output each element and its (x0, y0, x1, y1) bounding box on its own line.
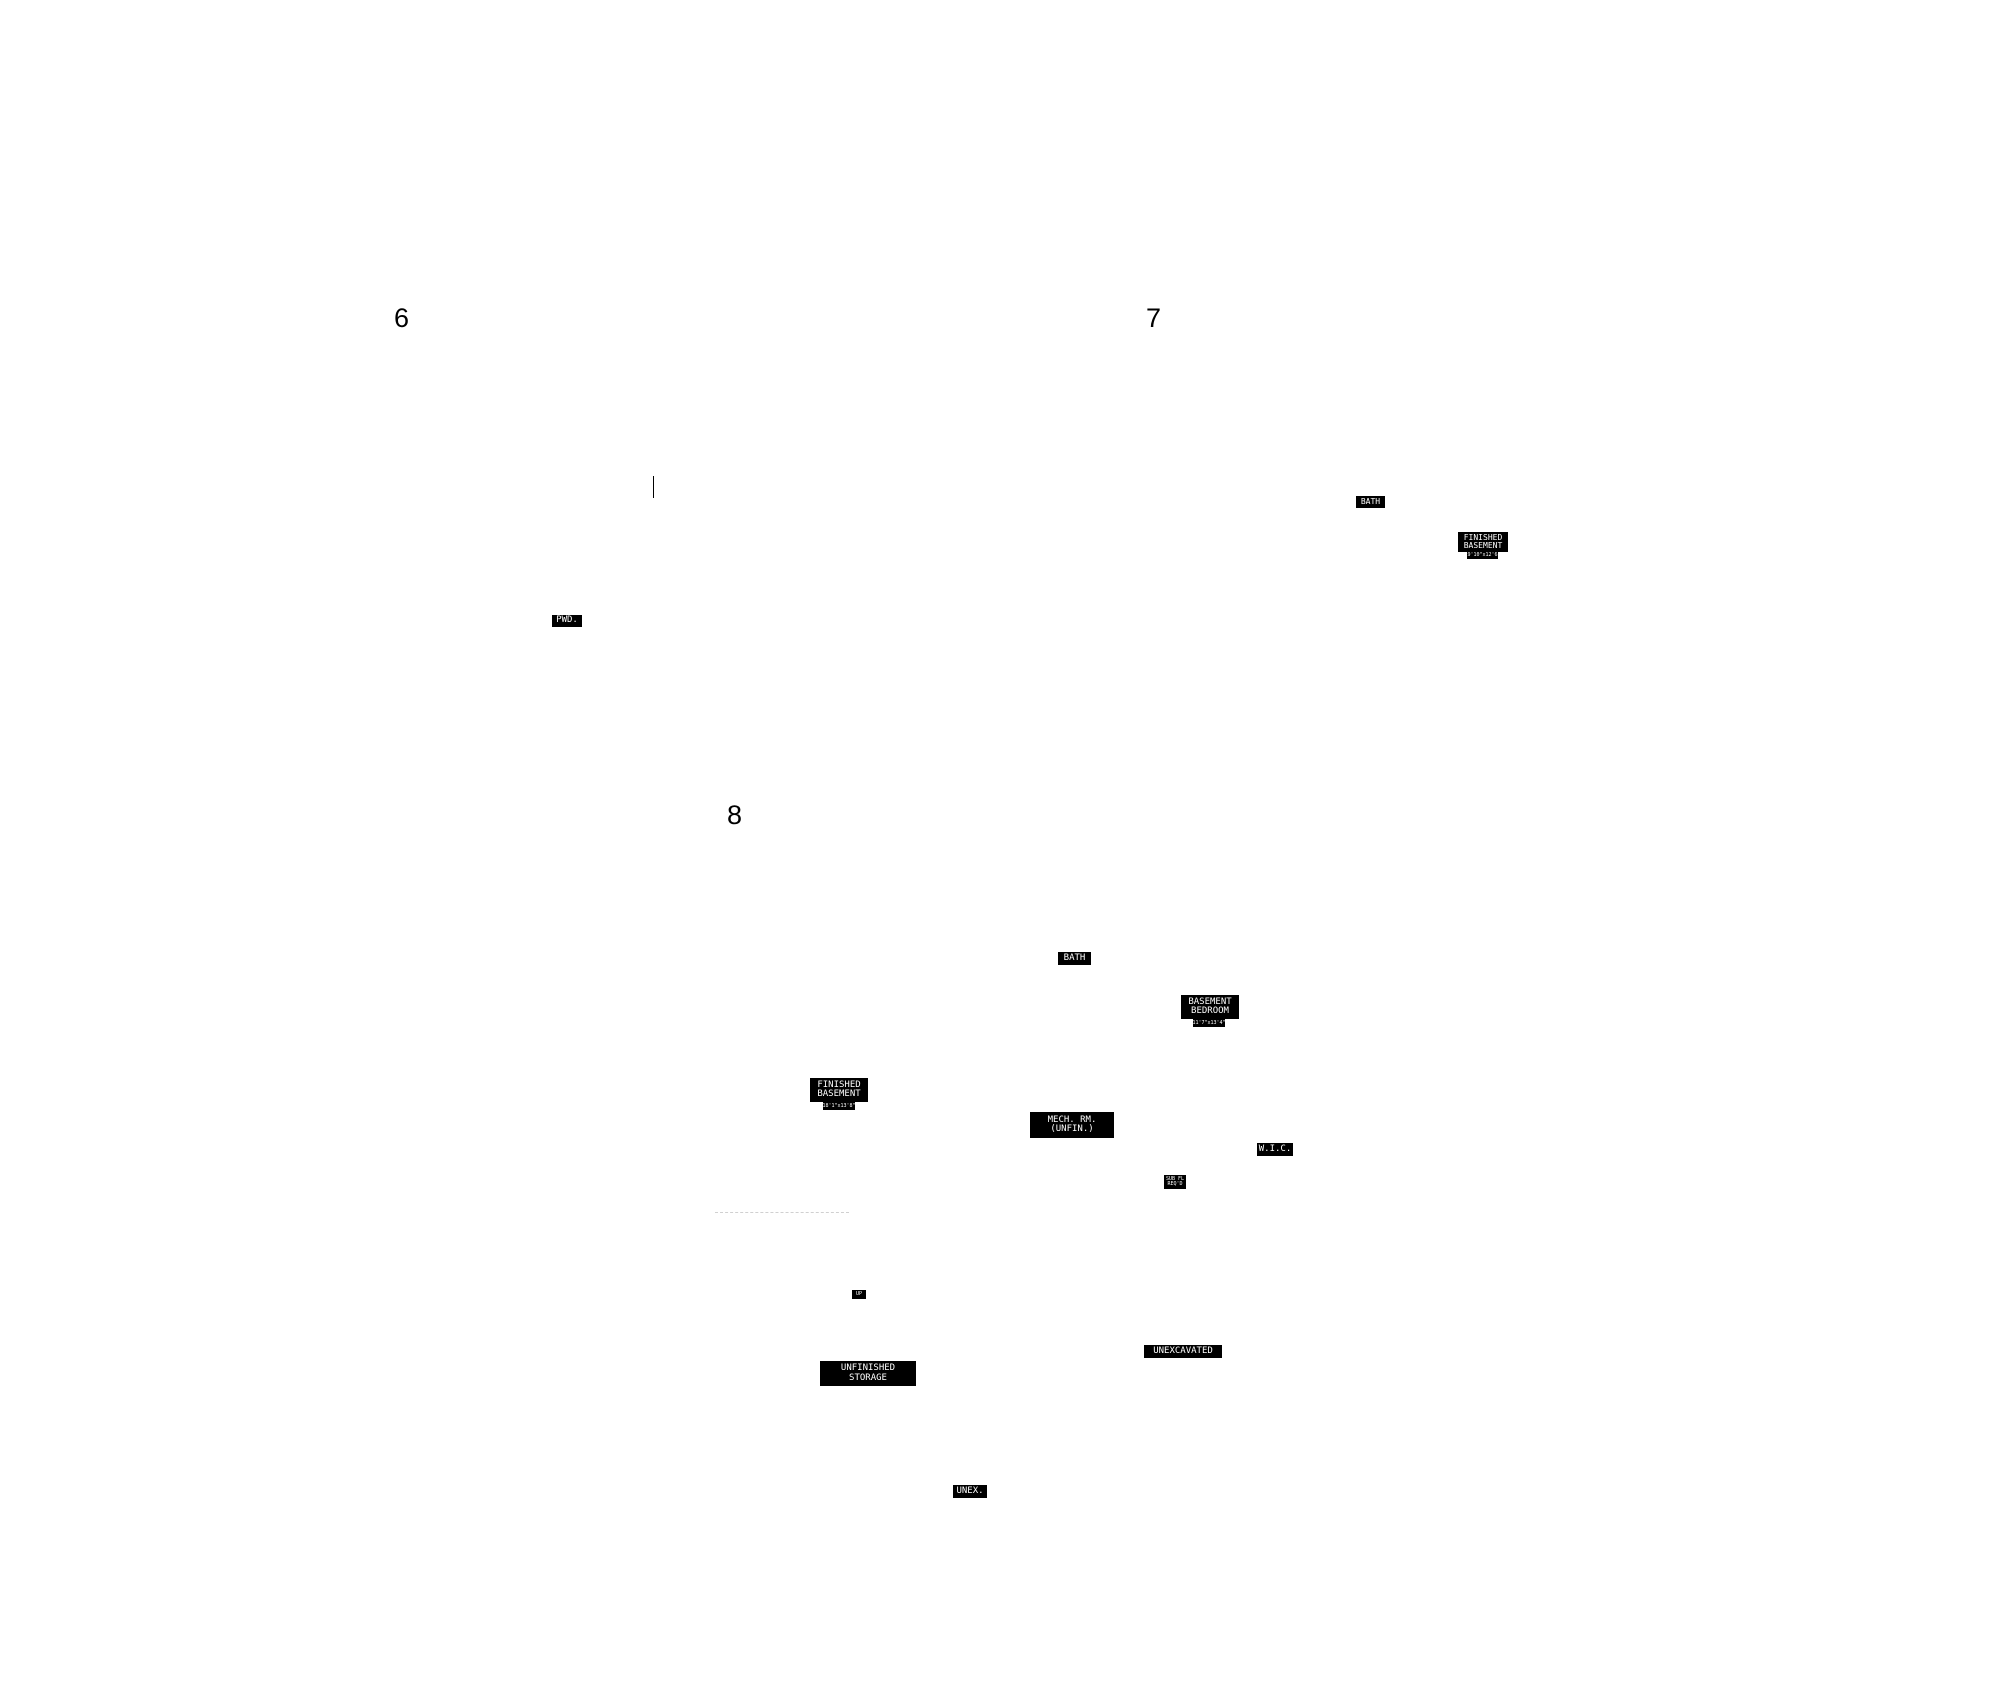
sub-floor-label: SUB FL REQ'D (1164, 1175, 1186, 1189)
plan7-finished-basement-line2: BASEMENT (1463, 541, 1503, 550)
mech-room-line1: MECH. RM. (1047, 1114, 1097, 1125)
basement-bedroom-label: BASEMENT BEDROOM (1181, 995, 1239, 1019)
wic-text: W.I.C. (1258, 1143, 1292, 1154)
unfinished-storage-line1: UNFINISHED (840, 1363, 896, 1374)
unex-text: UNEX. (956, 1485, 984, 1496)
pwd-label: PWD. (552, 615, 582, 627)
plan-number-8: 8 (727, 800, 743, 830)
plan7-finished-basement-dim: 19'10"x12'6" (1464, 552, 1501, 559)
sub-floor-line2: REQ'D (1167, 1181, 1183, 1187)
unex-label: UNEX. (953, 1485, 987, 1498)
plan8-finished-basement-dim: 18'1"x13'8" (822, 1102, 856, 1110)
unexcavated-label: UNEXCAVATED (1144, 1345, 1222, 1358)
plan8-finished-basement-line2: BASEMENT (817, 1089, 861, 1099)
plan7-finished-basement-line1: FINISHED (1463, 532, 1503, 542)
dashed-line (715, 1212, 849, 1213)
unfinished-storage-label: UNFINISHED STORAGE (820, 1361, 916, 1386)
plan-number-6: 6 (394, 303, 410, 333)
plan8-finished-basement-label: FINISHED BASEMENT (810, 1078, 868, 1102)
wic-label: W.I.C. (1257, 1143, 1293, 1156)
plan7-bath-label: BATH (1356, 496, 1385, 508)
plan8-finished-basement-line1: FINISHED (817, 1079, 861, 1090)
basement-bedroom-line1: BASEMENT (1188, 996, 1232, 1007)
basement-bedroom-dim: 11'7"x13'4" (1192, 1019, 1226, 1027)
sub-floor-line1: SUB FL (1165, 1175, 1185, 1182)
basement-bedroom-line2: BEDROOM (1191, 1006, 1229, 1016)
wall-tick (653, 476, 654, 498)
mech-room-line2: (UNFIN.) (1050, 1124, 1094, 1134)
plan8-bath-label: BATH (1058, 952, 1091, 965)
pwd-label-text: PWD. (556, 615, 578, 626)
unfinished-storage-line2: STORAGE (849, 1372, 887, 1383)
stair-up-text: UP (855, 1290, 863, 1297)
mech-room-label: MECH. RM. (UNFIN.) (1030, 1112, 1114, 1138)
plan7-bath-text: BATH (1360, 496, 1381, 506)
plan8-bath-text: BATH (1063, 952, 1086, 963)
plan-number-7: 7 (1146, 303, 1162, 333)
unexcavated-text: UNEXCAVATED (1153, 1345, 1213, 1356)
plan7-finished-basement-label: FINISHED BASEMENT (1458, 532, 1508, 552)
stair-up-label: UP (852, 1290, 866, 1299)
